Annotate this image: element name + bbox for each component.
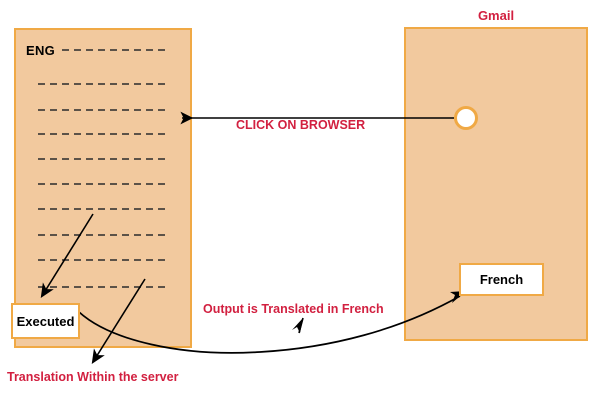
connector-editor-to-executed: [40, 213, 94, 299]
connector-executed-to-french: [78, 295, 461, 354]
editor-dashed-lines: [38, 49, 166, 288]
french-label: French: [479, 272, 524, 287]
annotation-translation-within-server: Translation Within the server: [7, 370, 179, 384]
annotation-click-on-browser: CLICK ON BROWSER: [236, 118, 366, 132]
eng-language-label: ENG: [26, 43, 56, 58]
connector-curve-to-output-label: [298, 317, 304, 334]
gmail-title-label: Gmail: [477, 8, 515, 23]
french-box: French: [459, 263, 544, 296]
click-target-circle-icon[interactable]: [454, 106, 478, 130]
executed-label: Executed: [16, 313, 75, 329]
executed-box: Executed: [11, 303, 80, 339]
connector-to-translation-note: [91, 278, 146, 365]
annotation-output-translated: Output is Translated in French: [203, 302, 384, 316]
